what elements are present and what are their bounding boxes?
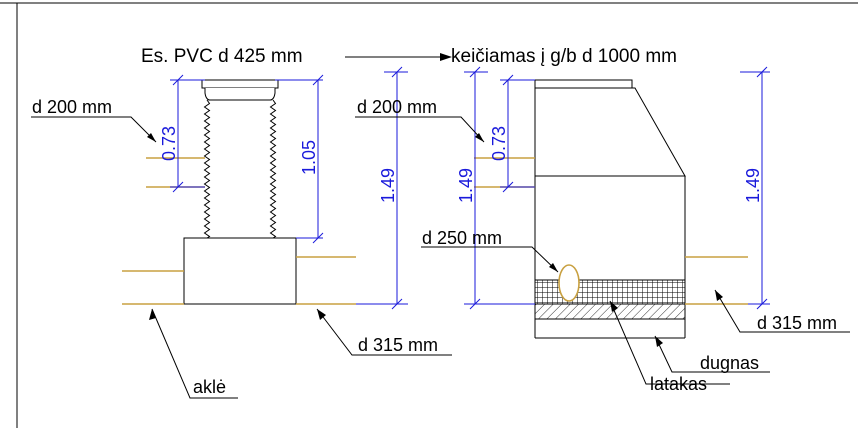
left-label-pipe-lower: d 315 mm [358,335,438,355]
right-label-bottom: dugnas [700,353,759,373]
left-dimensions [170,66,408,310]
right-bottom-slab [534,303,686,320]
left-dim-shaft: 1.05 [299,140,319,175]
right-dim-pipe-offset: 0.73 [489,126,509,161]
left-manhole [183,79,297,305]
right-leaders [355,116,850,385]
left-label-blind: aklė [193,377,226,397]
right-label-pipe-lower: d 315 mm [757,313,837,333]
title-replacement: keičiamas į g/b d 1000 mm [451,46,677,67]
left-shaft-wall-right [269,99,277,239]
right-dimensions [464,66,770,310]
right-leader-arrow-1 [475,133,484,142]
left-leader-arrow-3 [317,309,326,320]
right-leader-arrow-3 [715,290,723,301]
right-leader-arrow-2 [549,263,558,272]
right-cone [534,87,686,177]
right-label-inlet: d 250 mm [422,228,502,248]
right-inlet-pipe [558,264,580,302]
right-dim-total-left: 1.49 [456,168,476,203]
left-dim-pipe-offset: 0.73 [159,126,179,161]
right-ring [534,175,686,281]
title-existing: Es. PVC d 425 mm [141,46,303,67]
left-dim-total: 1.49 [378,168,398,203]
left-cap [201,79,279,89]
right-manhole [534,79,686,339]
right-leader-arrow-4 [655,336,663,347]
right-cap [534,79,633,89]
right-leader-arrow-5 [610,301,618,312]
left-shaft-wall-left [203,99,211,239]
left-leader-arrow-2 [149,309,156,320]
right-dim-total-right: 1.49 [743,168,763,203]
left-base [183,237,297,305]
left-leader-arrow-1 [147,133,156,142]
left-leaders [31,116,452,399]
right-channel-fill [534,279,686,305]
right-label-channel: latakas [650,374,707,394]
left-label-pipe-upper: d 200 mm [32,97,112,117]
left-collar [204,88,276,101]
right-label-pipe-upper: d 200 mm [357,97,437,117]
title-arrow [345,53,452,61]
